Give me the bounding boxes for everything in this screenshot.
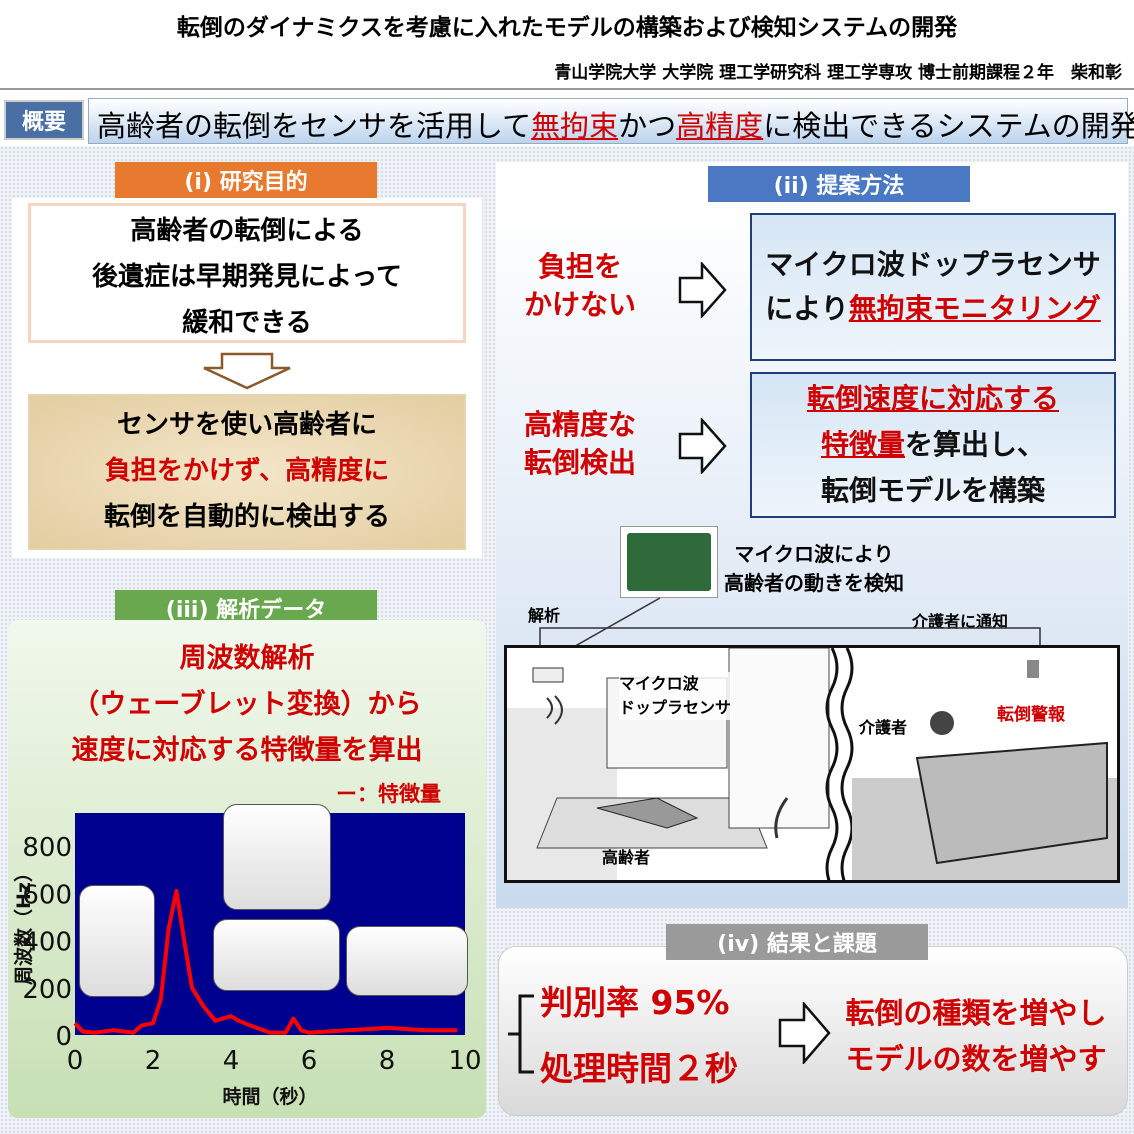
caption-line: マイクロ波により: [734, 542, 894, 566]
caption-line: 高齢者の動きを検知: [724, 571, 904, 595]
summary-text: 高齢者の転倒をセンサを活用して無拘束かつ高精度に検出できるシステムの開発: [88, 98, 1134, 144]
summary-b: 無拘束: [531, 109, 619, 143]
analysis-label: 解析: [528, 606, 561, 625]
x-tick-label: 2: [145, 1046, 162, 1076]
summary-c: かつ: [618, 109, 677, 143]
feature-line: [73, 888, 458, 1035]
x-tick-label: 4: [223, 1046, 240, 1076]
y-tick-label: 800: [22, 833, 72, 863]
analysis-line: 周波数解析: [179, 643, 315, 674]
method-text: を算出し、: [905, 428, 1046, 461]
section-i-header: (i) 研究目的: [115, 162, 377, 198]
photo-standing: [79, 885, 155, 997]
x-axis-label: 時間（秒）: [222, 1085, 317, 1108]
requirement-2: 高精度な転倒検出: [505, 406, 655, 482]
x-tick-label: 8: [379, 1046, 396, 1076]
x-tick-label: 0: [67, 1046, 84, 1076]
y-axis-label: 周波数（Hz）: [12, 863, 35, 985]
right-arrow-icon: [678, 262, 727, 318]
req-line: 負担を: [537, 250, 622, 283]
summary-e: に検出できるシステムの開発: [763, 109, 1134, 143]
goal-line: 転倒を自動的に検出する: [103, 502, 390, 532]
future-work: 転倒の種類を増やしモデルの数を増やす: [836, 990, 1116, 1082]
method-highlight: 特徴量: [820, 428, 905, 461]
purpose-line: 高齢者の転倒による: [130, 216, 364, 246]
goal-box: センサを使い高齢者に負担をかけず、高精度に転倒を自動的に検出する: [28, 394, 466, 550]
caregiver-label: 介護者: [859, 718, 908, 737]
y-tick-label: 200: [22, 975, 72, 1005]
label-line: マイクロ波: [619, 674, 699, 693]
section-iv-header: (iv) 結果と課題: [666, 924, 928, 960]
analysis-line: （ウェーブレット変換）から: [72, 689, 422, 720]
x-tick-label: 10: [448, 1046, 481, 1076]
elder-label: 高齢者: [602, 848, 651, 867]
bracket-icon: [508, 994, 534, 1074]
y-tick-label: 400: [22, 928, 72, 958]
method-line: 転倒モデルを構築: [820, 474, 1045, 507]
sensor-caption: マイクロ波により高齢者の動きを検知: [724, 540, 904, 598]
method-text: により: [765, 292, 849, 325]
alarm-label: 転倒警報: [997, 705, 1065, 725]
method-box-1: マイクロ波ドップラセンサ により無拘束モニタリング: [750, 213, 1116, 361]
goal-line: センサを使い高齢者に: [116, 410, 377, 440]
goal-line: 負担をかけず、高精度に: [104, 456, 390, 486]
sensor-photo: [620, 526, 718, 598]
result-accuracy: 判別率 95%: [540, 983, 730, 1022]
future-line: 転倒の種類を増やし: [845, 996, 1107, 1030]
sensor-label: マイクロ波ドップラセンサ: [619, 672, 732, 720]
author: 青山学院大学 大学院 理工学研究科 理工学専攻 博士前期課程２年 柴和彰: [554, 63, 1122, 83]
x-tick-label: 6: [301, 1046, 318, 1076]
photo-impact: [213, 919, 340, 991]
summary-a: 高齢者の転倒をセンサを活用して: [97, 109, 532, 143]
label-line: ドップラセンサ: [619, 698, 732, 717]
right-arrow-icon: [778, 1002, 831, 1064]
scene-illustration: [507, 648, 1117, 880]
chart-legend: ー：特徴量: [336, 782, 441, 806]
req-line: 高精度な: [523, 408, 636, 441]
req-line: かけない: [523, 288, 636, 321]
divider: [0, 88, 1134, 90]
section-ii-header: (ii) 提案方法: [708, 166, 970, 202]
summary-label: 概要: [4, 100, 84, 140]
purpose-box: 高齢者の転倒による後遺症は早期発見によって緩和できる: [28, 203, 466, 343]
requirement-1: 負担をかけない: [510, 248, 650, 324]
y-tick-label: 0: [55, 1022, 72, 1052]
down-arrow-icon: [203, 352, 291, 390]
notify-label: 介護者に通知: [912, 612, 1009, 631]
future-line: モデルの数を増やす: [845, 1042, 1107, 1076]
monitoring-scene: マイクロ波ドップラセンサ 介護者 転倒警報 高齢者: [504, 645, 1120, 883]
photo-falling: [223, 804, 331, 910]
method-highlight: 無拘束モニタリング: [848, 292, 1101, 325]
purpose-line: 緩和できる: [182, 308, 312, 338]
summary-d: 高精度: [676, 109, 764, 143]
y-tick-label: 600: [22, 880, 72, 910]
photo-lying: [346, 926, 468, 996]
req-line: 転倒検出: [523, 446, 636, 479]
result-time: 処理時間２秒: [540, 1049, 738, 1088]
method-line: マイクロ波ドップラセンサ: [765, 248, 1101, 281]
analysis-text: 周波数解析 （ウェーブレット変換）から速度に対応する特徴量を算出: [8, 636, 486, 774]
analysis-line: 速度に対応する特徴量を算出: [71, 735, 423, 766]
purpose-line: 後遺症は早期発見によって: [92, 262, 402, 292]
right-arrow-icon: [678, 418, 727, 474]
method-highlight: 転倒速度に対応する: [806, 382, 1059, 415]
method-box-2: 転倒速度に対応する 特徴量を算出し、 転倒モデルを構築: [750, 372, 1116, 518]
poster-title: 転倒のダイナミクスを考慮に入れたモデルの構築および検知システムの開発: [176, 15, 958, 41]
